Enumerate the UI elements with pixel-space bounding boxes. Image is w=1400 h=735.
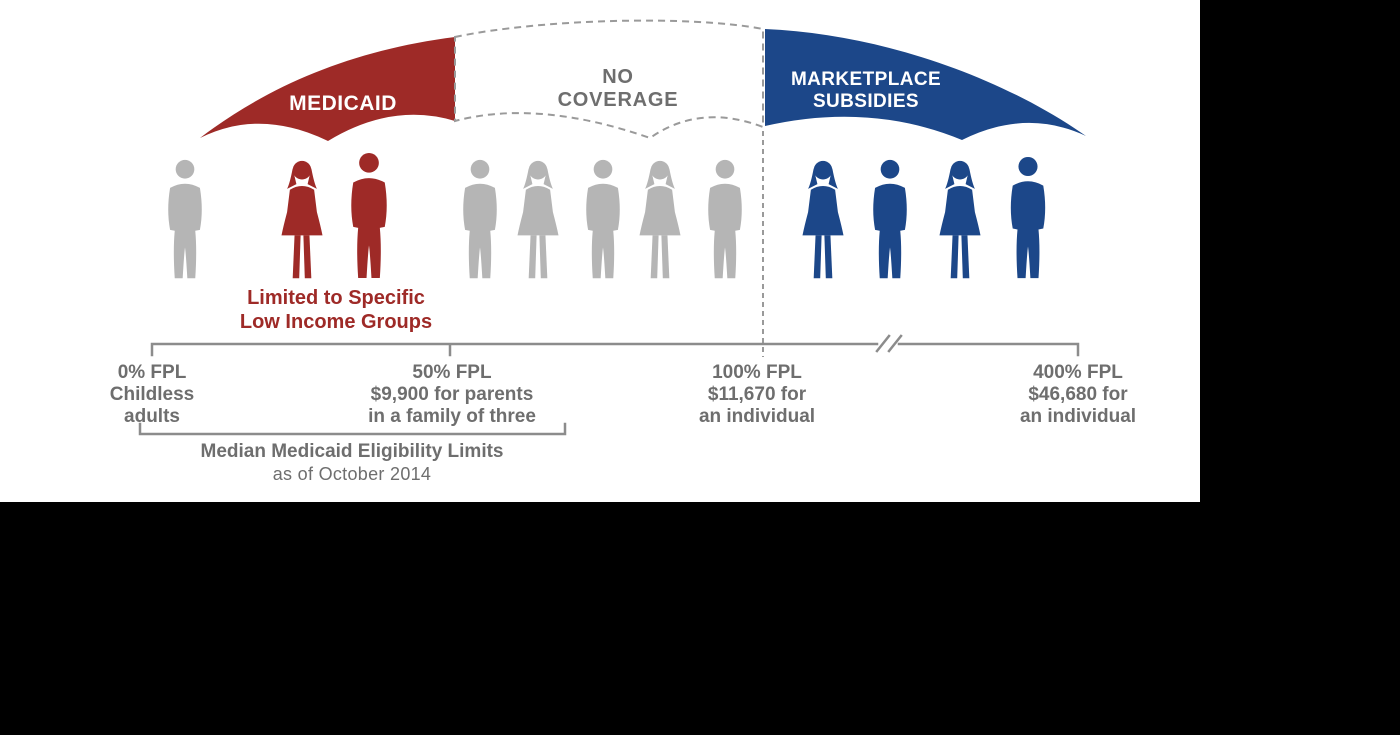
axis-label-50-line-3: in a family of three: [368, 406, 536, 427]
median-eligibility-caption: Median Medicaid Eligibility Limits as of…: [122, 440, 582, 486]
axis-label-100-fpl: 100% FPL $11,670 for an individual: [647, 362, 867, 428]
median-eligibility-line-1: Median Medicaid Eligibility Limits: [200, 441, 504, 462]
figure-marketplace-woman-1: [802, 160, 844, 279]
axis-label-400-line-2: $46,680 for: [1028, 384, 1128, 405]
figure-gap-man-3: [708, 159, 742, 279]
axis-label-100-line-3: an individual: [698, 406, 816, 427]
marketplace-umbrella-section: [765, 29, 1086, 140]
figure-gap-woman-2: [639, 160, 681, 279]
axis-label-0-line-1: 0% FPL: [117, 362, 187, 383]
figure-gap-man-1: [463, 159, 497, 279]
no-coverage-label: NO COVERAGE: [518, 66, 718, 112]
no-coverage-line-2: COVERAGE: [557, 89, 679, 111]
axis-label-0-line-3: adults: [124, 406, 180, 427]
marketplace-subsidies-label: MARKETPLACE SUBSIDIES: [766, 69, 966, 113]
figure-marketplace-man-1: [873, 159, 907, 279]
axis-label-0-line-2: Childless: [109, 384, 195, 405]
umbrella-graphic: [138, 19, 1086, 436]
figure-gap-man-2: [586, 159, 620, 279]
figure-medicaid-woman: [281, 160, 323, 279]
figure-marketplace-woman-2: [939, 160, 981, 279]
medicaid-label: MEDICAID: [243, 92, 443, 116]
medicaid-note-line-2: Low Income Groups: [239, 311, 433, 333]
axis-break-marks: [875, 334, 903, 353]
figure-marketplace-man-2: [1010, 156, 1046, 279]
marketplace-line-1: MARKETPLACE: [790, 69, 942, 90]
no-coverage-umbrella-section: [454, 19, 764, 140]
figure-medicaid-man: [351, 152, 387, 279]
axis-label-0-fpl: 0% FPL Childless adults: [42, 362, 262, 428]
median-eligibility-line-2: as of October 2014: [272, 464, 432, 484]
figure-gray-man-far-left: [168, 159, 202, 279]
axis-label-50-line-2: $9,900 for parents: [370, 384, 534, 405]
medicaid-note: Limited to Specific Low Income Groups: [216, 286, 456, 334]
infographic-panel: MEDICAID NO COVERAGE MARKETPLACE SUBSIDI…: [0, 0, 1200, 502]
no-coverage-line-1: NO: [602, 66, 634, 88]
axis-label-400-fpl: 400% FPL $46,680 for an individual: [968, 362, 1188, 428]
axis-label-100-line-2: $11,670 for: [707, 384, 807, 405]
medicaid-umbrella-section: [200, 37, 455, 141]
axis-label-400-line-1: 400% FPL: [1033, 362, 1123, 383]
figure-gap-woman-1: [517, 160, 559, 279]
axis-label-400-line-3: an individual: [1019, 406, 1137, 427]
medicaid-limits-bracket: [138, 422, 567, 436]
fpl-axis-line: [150, 342, 1080, 357]
axis-label-50-line-1: 50% FPL: [412, 362, 492, 383]
axis-label-50-fpl: 50% FPL $9,900 for parents in a family o…: [342, 362, 562, 428]
axis-label-100-line-1: 100% FPL: [712, 362, 802, 383]
medicaid-note-line-1: Limited to Specific: [247, 287, 425, 309]
medicaid-label-text: MEDICAID: [289, 92, 397, 115]
marketplace-line-2: SUBSIDIES: [812, 91, 919, 112]
